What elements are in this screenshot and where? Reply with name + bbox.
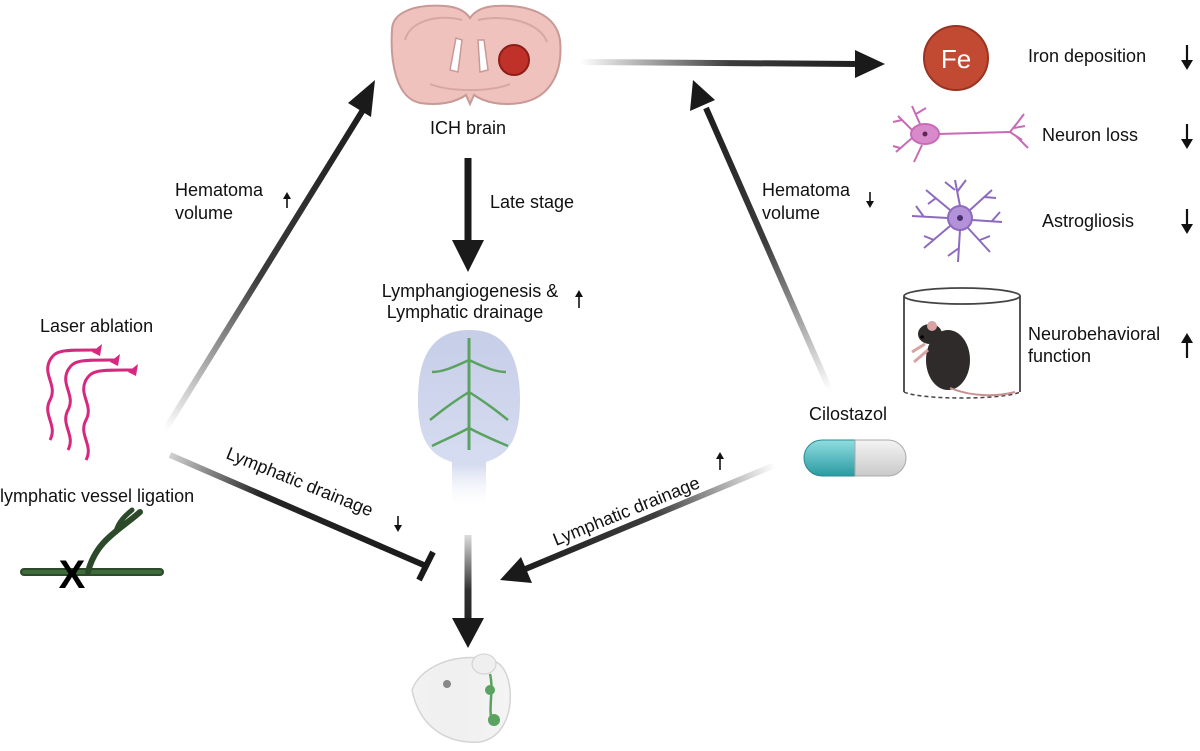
ligation-x-mark: X [59,553,86,597]
dorsal-brain-lymphatic-illustration [418,330,520,510]
neurobehavioral-label-line1: Neurobehavioral [1028,324,1160,344]
astrocyte-icon [911,179,1003,263]
ligated-vessel-icon: X [20,507,164,597]
neuron-icon [892,105,1029,163]
arrow-cilostazol-to-lymphatic [500,462,777,583]
trend-down-lymphatic-drainage-left [394,516,402,532]
lymphangiogenesis-label-line2: Lymphatic drainage [387,302,543,322]
laser-ablation-icon [46,344,138,461]
trend-up-neurobehavioral [1181,333,1193,358]
lymphatic-drainage-right-label: Lymphatic drainage [550,473,703,550]
trend-down-astrogliosis [1181,209,1193,234]
laser-ablation-label: Laser ablation [40,316,153,336]
iron-fe-icon: Fe [923,25,989,91]
trend-up-hematoma-left [283,192,291,208]
neuron-loss-label: Neuron loss [1042,125,1138,145]
trend-down-hematoma-right [866,192,874,208]
arrow-ich-brain-to-outcomes [579,50,885,78]
vessel-ligation-label: lymphatic vessel ligation [0,486,194,506]
arrow-late-stage [452,158,484,272]
hematoma-right-label-line1: Hematoma [762,180,851,200]
cilostazol-label: Cilostazol [809,404,887,424]
behavior-test-mouse [903,287,1021,399]
lymphangiogenesis-label-line1: Lymphangiogenesis & [382,281,558,301]
inhibition-lymphatic-drainage [168,452,436,582]
neurobehavioral-label-line2: function [1028,346,1091,366]
arrow-ligation-to-ich-brain [162,80,375,432]
trend-up-lymphatic-drainage-right [716,452,724,470]
ich-brain-illustration [390,4,562,107]
hematoma-left-label-line1: Hematoma [175,180,264,200]
cilostazol-capsule-icon [803,439,907,477]
hematoma-spot [498,44,530,76]
trend-up-lymphangiogenesis [575,290,583,308]
fe-symbol: Fe [941,44,971,74]
ich-brain-label: ICH brain [430,118,506,138]
trend-down-neuron-loss [1181,124,1193,149]
astrogliosis-label: Astrogliosis [1042,211,1134,231]
trend-down-iron-deposition [1181,45,1193,70]
arrow-cilostazol-to-ich-brain [690,80,833,392]
late-stage-label: Late stage [490,192,574,212]
hematoma-left-label-line2: volume [175,203,233,223]
mouse-cervical-lymph-illustration [411,653,511,743]
hematoma-right-label-line2: volume [762,203,820,223]
iron-deposition-label: Iron deposition [1028,46,1146,66]
arrow-to-cervical-lymph [452,535,484,648]
